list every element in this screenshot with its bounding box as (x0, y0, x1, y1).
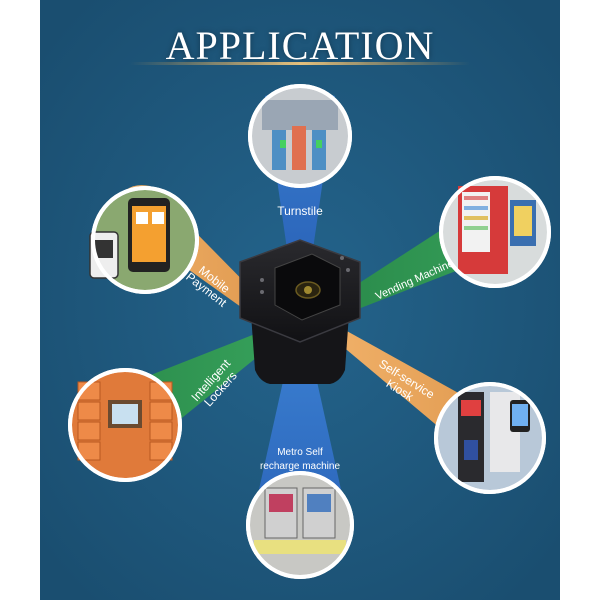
metro-recharge-label-line2: recharge machine (259, 461, 341, 472)
vending-machine-photo-icon (439, 176, 551, 288)
metro-recharge-label: Metro Self recharge machine (250, 446, 350, 474)
turnstile-photo-icon (248, 84, 352, 188)
page-title: APPLICATION (165, 23, 435, 68)
poster-graphic (40, 0, 560, 600)
metro-recharge-label-line1: Metro Self (277, 447, 323, 458)
metro-recharge-machine-photo-icon (246, 471, 354, 579)
title-glow-line (130, 62, 470, 65)
smartphone-payment-photo-icon (89, 186, 199, 294)
application-poster: APPLICATION Turnstile Mobile Payment Ven… (40, 0, 560, 600)
locker-photo-icon (68, 368, 182, 482)
qr-barcode-scanner-icon (239, 239, 361, 384)
turnstile-label: Turnstile (277, 204, 323, 218)
kiosk-photo-icon (434, 382, 546, 494)
